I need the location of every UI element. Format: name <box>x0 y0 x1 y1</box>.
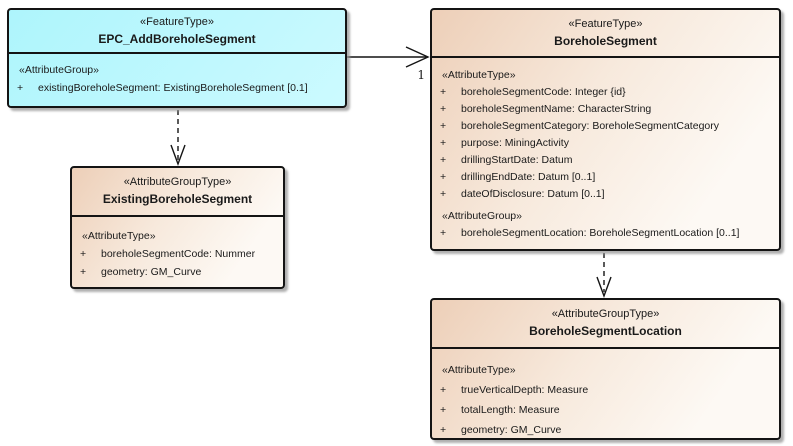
class-name: ExistingBoreholeSegment <box>102 192 253 206</box>
visibility-marker: + <box>440 384 447 396</box>
class-stereotype: «FeatureType» <box>568 18 643 30</box>
attribute-row[interactable]: + geometry: GM_Curve <box>432 420 779 440</box>
attribute-text: drillingStartDate: Datum <box>461 154 573 166</box>
attribute-compartment: «AttributeType» + boreholeSegmentCode: I… <box>432 58 779 242</box>
class-stereotype: «AttributeGroupType» <box>551 308 660 320</box>
class-box-existingboreholesegment[interactable]: «AttributeGroupType» ExistingBoreholeSeg… <box>70 166 285 289</box>
attribute-text: existingBoreholeSegment: ExistingBorehol… <box>38 82 308 94</box>
attribute-text: purpose: MiningActivity <box>461 137 569 149</box>
association-connector[interactable]: 1 <box>347 46 430 82</box>
dependency-connector-existing-segment[interactable] <box>170 110 186 167</box>
attribute-row[interactable]: + existingBoreholeSegment: ExistingBoreh… <box>9 79 345 97</box>
class-header: «AttributeGroupType» ExistingBoreholeSeg… <box>72 168 283 217</box>
visibility-marker: + <box>17 82 24 94</box>
attribute-group-stereotype: «AttributeGroup» <box>432 208 779 225</box>
visibility-marker: + <box>440 120 447 132</box>
attribute-text: boreholeSegmentCode: Nummer <box>101 248 256 260</box>
attribute-text: drillingEndDate: Datum [0..1] <box>461 171 596 183</box>
attribute-row[interactable]: + boreholeSegmentCategory: BoreholeSegme… <box>432 118 779 135</box>
class-name: BoreholeSegment <box>554 34 657 48</box>
attribute-row[interactable]: + drillingEndDate: Datum [0..1] <box>432 169 779 186</box>
class-box-boreholesegmentlocation[interactable]: «AttributeGroupType» BoreholeSegmentLoca… <box>430 298 781 440</box>
attribute-type-stereotype: «AttributeType» <box>72 227 283 245</box>
stereotype-text: «AttributeType» <box>82 230 156 242</box>
attribute-text: geometry: GM_Curve <box>101 266 202 278</box>
attribute-text: dateOfDisclosure: Datum [0..1] <box>461 188 605 200</box>
visibility-marker: + <box>440 137 447 149</box>
stereotype-text: «AttributeGroup» <box>442 210 522 222</box>
attribute-compartment: «AttributeType» + boreholeSegmentCode: N… <box>72 217 283 281</box>
class-name: EPC_AddBoreholeSegment <box>98 32 256 46</box>
visibility-marker: + <box>440 424 447 436</box>
visibility-marker: + <box>440 227 447 239</box>
class-stereotype: «AttributeGroupType» <box>123 176 232 188</box>
attribute-compartment: «AttributeType» + trueVerticalDepth: Mea… <box>432 349 779 440</box>
attribute-row[interactable]: + purpose: MiningActivity <box>432 135 779 152</box>
attribute-row[interactable]: + drillingStartDate: Datum <box>432 152 779 169</box>
visibility-marker: + <box>440 86 447 98</box>
dependency-connector-segment-location[interactable] <box>596 253 612 299</box>
visibility-marker: + <box>440 171 447 183</box>
open-arrowhead-icon <box>170 144 186 167</box>
class-header: «AttributeGroupType» BoreholeSegmentLoca… <box>432 300 779 349</box>
visibility-marker: + <box>80 266 87 278</box>
attribute-row[interactable]: + boreholeSegmentLocation: BoreholeSegme… <box>432 225 779 242</box>
attribute-group-stereotype: «AttributeGroup» <box>9 61 345 79</box>
attribute-text: trueVerticalDepth: Measure <box>461 384 589 396</box>
attribute-text: boreholeSegmentCode: Integer {id} <box>461 86 626 98</box>
multiplicity-label: 1 <box>417 68 425 82</box>
attribute-text: boreholeSegmentName: CharacterString <box>461 103 652 115</box>
attribute-text: boreholeSegmentLocation: BoreholeSegment… <box>461 227 740 239</box>
visibility-marker: + <box>80 248 87 260</box>
stereotype-text: «AttributeType» <box>442 364 516 376</box>
class-stereotype: «FeatureType» <box>140 16 214 28</box>
attribute-row[interactable]: + totalLength: Measure <box>432 400 779 420</box>
visibility-marker: + <box>440 103 447 115</box>
class-name: BoreholeSegmentLocation <box>529 324 682 338</box>
attribute-row[interactable]: + dateOfDisclosure: Datum [0..1] <box>432 186 779 203</box>
attribute-compartment: «AttributeGroup» + existingBoreholeSegme… <box>9 54 345 97</box>
attribute-row[interactable]: + boreholeSegmentCode: Nummer <box>72 245 283 263</box>
attribute-row[interactable]: + boreholeSegmentCode: Integer {id} <box>432 84 779 101</box>
open-arrowhead-icon <box>405 46 430 68</box>
attribute-text: boreholeSegmentCategory: BoreholeSegment… <box>461 120 719 132</box>
stereotype-text: «AttributeGroup» <box>19 64 99 76</box>
visibility-marker: + <box>440 404 447 416</box>
attribute-text: totalLength: Measure <box>461 404 560 416</box>
attribute-row[interactable]: + boreholeSegmentName: CharacterString <box>432 101 779 118</box>
attribute-text: geometry: GM_Curve <box>461 424 562 436</box>
class-header: «FeatureType» EPC_AddBoreholeSegment <box>9 10 345 54</box>
attribute-row[interactable]: + geometry: GM_Curve <box>72 263 283 281</box>
class-header: «FeatureType» BoreholeSegment <box>432 10 779 58</box>
open-arrowhead-icon <box>596 276 612 299</box>
stereotype-text: «AttributeType» <box>442 69 516 81</box>
attribute-type-stereotype: «AttributeType» <box>432 360 779 380</box>
attribute-type-stereotype: «AttributeType» <box>432 67 779 84</box>
visibility-marker: + <box>440 188 447 200</box>
class-box-boreholesegment[interactable]: «FeatureType» BoreholeSegment «Attribute… <box>430 8 781 251</box>
attribute-row[interactable]: + trueVerticalDepth: Measure <box>432 380 779 400</box>
class-box-epc-addboreholesegment[interactable]: «FeatureType» EPC_AddBoreholeSegment «At… <box>7 8 347 108</box>
visibility-marker: + <box>440 154 447 166</box>
